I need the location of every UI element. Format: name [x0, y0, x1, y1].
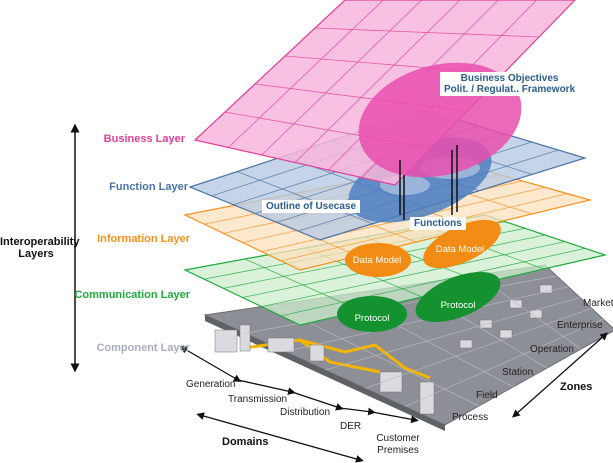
domain-distribution: Distribution	[280, 407, 331, 418]
domains-title: Domains	[222, 436, 269, 448]
protocol-blob-right	[415, 271, 501, 323]
data-model-blob-left	[345, 243, 411, 277]
business-layer-label: Business Layer	[103, 133, 185, 145]
connector-lines	[399, 145, 458, 220]
interoperability-label: Interoperability Layers	[0, 236, 80, 260]
grid-line	[294, 0, 461, 163]
communication-layer-label: Communication Layer	[74, 289, 190, 301]
protocol-label-left: Protocol	[354, 313, 390, 324]
functions-callout: Functions	[410, 217, 466, 230]
domain-generation: Generation	[186, 379, 236, 390]
data-model-label-right: Data Model	[435, 244, 485, 255]
grid-line	[314, 27, 540, 38]
grid-line	[261, 0, 422, 156]
grid-line	[244, 258, 362, 312]
zones-title: Zones	[560, 381, 593, 393]
zone-market: Market	[583, 298, 613, 309]
zone-field: Field	[476, 390, 498, 401]
data-model-label-left: Data Model	[352, 255, 402, 266]
zone-enterprise: Enterprise	[557, 320, 603, 331]
protocol-blob-left	[337, 296, 407, 332]
grid-line	[364, 307, 592, 389]
grid-line	[228, 0, 384, 148]
grid-line	[280, 247, 586, 317]
zone-process: Process	[452, 412, 489, 423]
domain-customer-premises: Customer Premises	[376, 433, 420, 456]
zones-arrow	[512, 332, 608, 418]
component-layer-label: Component Layer	[96, 342, 190, 354]
protocol-label-right: Protocol	[440, 300, 476, 311]
zone-operation: Operation	[530, 344, 574, 355]
grid-line	[324, 297, 581, 371]
outline-of-usecase-callout: Outline of Usecase	[262, 200, 361, 213]
domain-der: DER	[340, 421, 362, 432]
domain-arrows	[179, 346, 419, 463]
domain-transmission: Transmission	[228, 394, 288, 405]
grid-line	[261, 241, 566, 308]
data-model-blob-right	[423, 219, 501, 269]
grid-line	[236, 171, 374, 224]
information-layer-label: Information Layer	[97, 233, 190, 245]
zone-station: Station	[502, 367, 534, 378]
function-layer-label: Function Layer	[109, 181, 188, 193]
business-objectives-callout: Business Objectives Polit. / Regulat.. F…	[440, 72, 580, 96]
